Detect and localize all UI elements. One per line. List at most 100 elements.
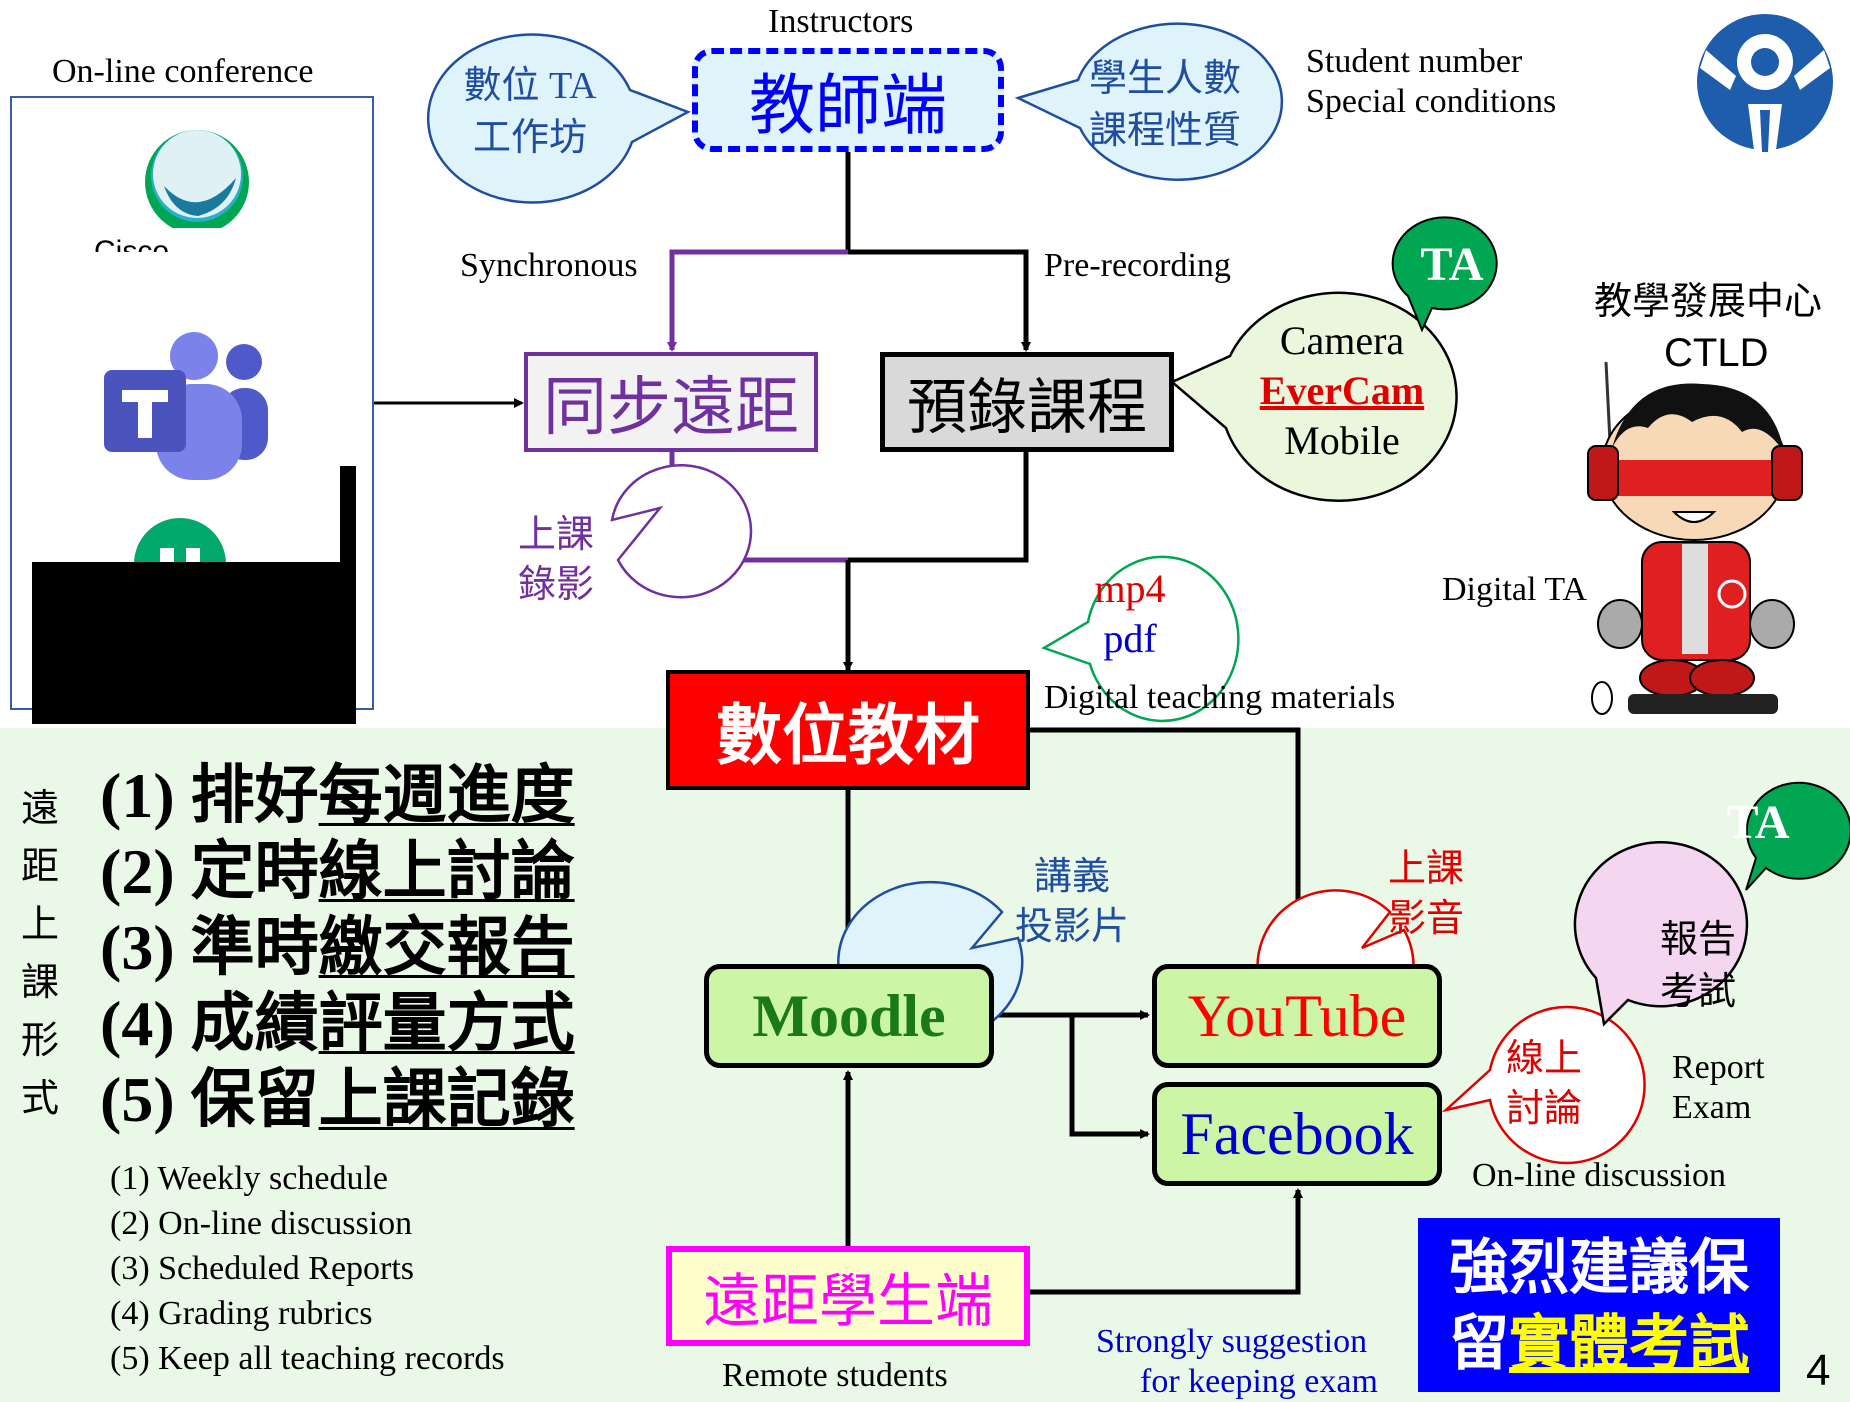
ta-badge-bottom: TA: [1706, 774, 1810, 870]
bubble-tools-evercam: EverCam: [1259, 368, 1425, 413]
bubble-tools-shape: [1169, 291, 1458, 502]
zh-list-item-3: (3) 準時繳交報告: [100, 916, 575, 980]
bubble-discussion: 線上 討論: [1466, 1006, 1622, 1162]
zh-list-b: 每週進度: [318, 760, 575, 831]
zh-list-item-4: (4) 成績評量方式: [100, 992, 575, 1056]
en-list-item-2: (2) On-line discussion: [110, 1205, 413, 1242]
sync-box[interactable]: 同步遠距: [524, 352, 818, 452]
ta-badge-bottom-shape: [1745, 781, 1850, 891]
prerec-box[interactable]: 預錄課程: [880, 352, 1174, 452]
bubble-formats: mp4 pdf: [1054, 532, 1206, 696]
side-char-5: 形: [20, 1020, 59, 1062]
zh-list-b: 評量方式: [318, 988, 575, 1059]
materials-caption: Digital teaching materials: [1044, 679, 1396, 716]
bubble-tools-mobile: Mobile: [1284, 418, 1400, 463]
suggestion-line1: Strongly suggestion: [1096, 1323, 1368, 1360]
recommend-line2: 留實體考試: [1418, 1306, 1780, 1382]
en-list-item-5: (5) Keep all teaching records: [110, 1340, 505, 1377]
students-caption: Remote students: [722, 1357, 948, 1394]
ta-badge-bottom-label: TA: [1726, 795, 1790, 849]
bubble-discussion-line2: 討論: [1505, 1088, 1582, 1130]
bubble-record-line1: 上課: [517, 514, 594, 556]
en-list-item-1: (1) Weekly schedule: [110, 1160, 388, 1197]
ta-badge-top: TA: [1400, 218, 1504, 310]
materials-box[interactable]: 數位教材: [666, 670, 1030, 790]
bubble-tools: Camera EverCam Mobile: [1222, 288, 1462, 494]
instructor-box[interactable]: 教師端: [692, 48, 1004, 152]
zh-list-item-5: (5) 保留上課記錄: [100, 1068, 575, 1132]
zh-list-a: 排好: [190, 760, 319, 831]
connector-materials-to-youtube: [1030, 727, 1303, 964]
student-info-line2: Special conditions: [1306, 83, 1557, 120]
bubble-students-line1: 學生人數: [1088, 58, 1241, 100]
bubble-video-line2: 影音: [1387, 898, 1464, 940]
youtube-box[interactable]: YouTube: [1152, 964, 1442, 1068]
zh-list-a: 準時: [190, 912, 319, 983]
connector-to-sync: [667, 249, 848, 352]
bubble-students-shape: [1014, 22, 1284, 181]
side-char-2: 距: [20, 846, 59, 888]
teams-icon[interactable]: [104, 330, 272, 484]
bubble-report-shape: [1573, 841, 1749, 1027]
zh-list-num: (2): [100, 836, 191, 907]
zh-list-b: 線上討論: [318, 836, 575, 907]
youtube-label: YouTube: [1187, 982, 1407, 1049]
connector-prerec-merge: [848, 452, 1029, 563]
bubble-students: 學生人數 課程性質: [1060, 30, 1270, 180]
sync-box-label: 同步遠距: [543, 371, 799, 445]
bubble-record: 上課 錄影: [486, 494, 626, 626]
bubble-formats-mp4: mp4: [1094, 566, 1166, 611]
recommend-line2-a: 留: [1449, 1309, 1509, 1379]
bubble-report: 報告 考試: [1612, 884, 1784, 1048]
bubble-workshop-line1: 數位 TA: [463, 65, 597, 107]
conference-title: On-line conference: [52, 53, 314, 90]
online-discussion-label: On-line discussion: [1472, 1157, 1727, 1194]
moodle-label: Moodle: [752, 982, 946, 1049]
zh-list-item-2: (2) 定時線上討論: [100, 840, 575, 904]
connector-moodle-to-facebook: [1069, 1015, 1150, 1139]
zh-list-num: (4): [100, 988, 191, 1059]
facebook-label: Facebook: [1180, 1100, 1414, 1167]
university-logo-icon: [1696, 10, 1834, 152]
bubble-students-line2: 課程性質: [1088, 110, 1241, 152]
zh-list-a: 成績: [190, 988, 319, 1059]
exam-label: Exam: [1672, 1089, 1752, 1126]
digital-ta-label: Digital TA: [1442, 571, 1587, 608]
page-number: 4: [1806, 1346, 1831, 1395]
bubble-slides: 講義 投影片: [980, 820, 1164, 984]
ta-badge-top-label: TA: [1420, 237, 1484, 291]
moodle-box[interactable]: Moodle: [704, 964, 994, 1068]
webex-icon[interactable]: [138, 124, 256, 228]
side-char-3: 上: [20, 904, 59, 946]
prerec-box-label: 預錄課程: [907, 372, 1147, 443]
zh-list-num: (3): [100, 912, 191, 983]
connector-students-to-facebook: [1030, 1188, 1303, 1295]
zh-list-item-1: (1) 排好每週進度: [100, 764, 575, 828]
facebook-box[interactable]: Facebook: [1152, 1082, 1442, 1186]
bubble-report-line2: 考試: [1659, 971, 1736, 1013]
zh-list-a: 保留: [190, 1064, 319, 1135]
bubble-record-line2: 錄影: [517, 564, 594, 606]
side-char-6: 式: [20, 1078, 59, 1120]
recommend-line2-b: 實體考試: [1509, 1309, 1749, 1379]
bubble-workshop-line2: 工作坊: [472, 117, 587, 159]
side-char-1: 遠: [20, 788, 59, 830]
prerec-label: Pre-recording: [1044, 247, 1231, 284]
recommend-line1: 強烈建議保: [1449, 1233, 1749, 1303]
zh-list-b: 上課記錄: [318, 1064, 575, 1135]
en-list-item-3: (3) Scheduled Reports: [110, 1250, 415, 1287]
instructors-label: Instructors: [768, 3, 914, 40]
suggestion-line2: for keeping exam: [1140, 1363, 1378, 1400]
bubble-record-shape: [610, 463, 753, 599]
zh-list-b: 繳交報告: [318, 912, 575, 983]
recommend-box: 強烈建議保 留實體考試: [1418, 1218, 1780, 1392]
students-box-label: 遠距學生端: [702, 1267, 993, 1335]
zh-list-num: (1): [100, 760, 191, 831]
bubble-report-line1: 報告: [1659, 919, 1736, 961]
bubble-discussion-shape: [1441, 1005, 1646, 1165]
bubble-slides-line1: 講義: [1033, 856, 1110, 898]
students-box[interactable]: 遠距學生端: [666, 1246, 1030, 1346]
bubble-workshop-shape: [426, 33, 692, 204]
bubble-video-line1: 上課: [1387, 848, 1464, 890]
zh-list-a: 定時: [190, 836, 319, 907]
